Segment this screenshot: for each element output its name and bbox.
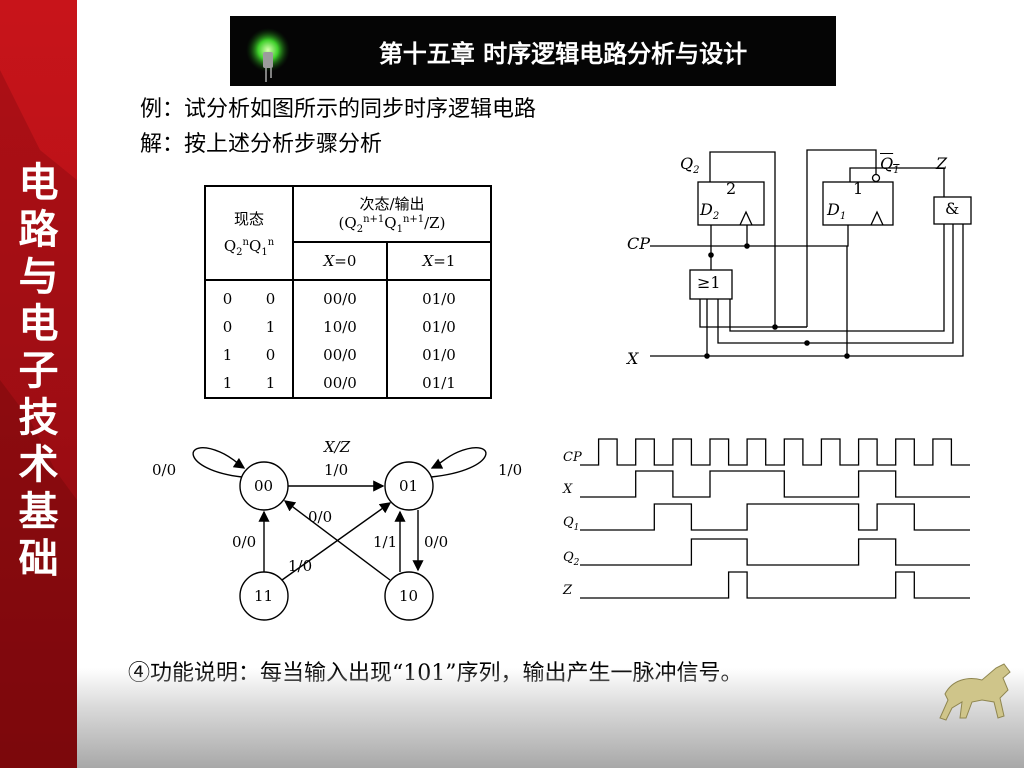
label-01-10: 0/0	[424, 533, 449, 551]
state-diagram-legend: X/Z	[324, 438, 351, 456]
state-label-10: 10	[399, 587, 419, 605]
sidebar-title: 电 路 与 电 子 技 术 基 础	[18, 160, 59, 582]
label-self-01: 1/0	[498, 461, 523, 479]
waveform-q2	[580, 538, 970, 566]
waveform-cp	[580, 438, 970, 466]
label-10-00: 0/0	[308, 508, 333, 526]
solution-text: 解：按上述分析步骤分析	[140, 132, 383, 157]
q1-bar-label: Q1	[880, 154, 900, 177]
timing-label-q2: Q2	[563, 550, 580, 568]
ff2-d-label: D2	[700, 200, 720, 223]
waveform-q1	[580, 503, 970, 531]
timing-label-cp: CP	[563, 450, 582, 465]
timing-label-z: Z	[562, 583, 573, 598]
example-text: 例：试分析如图所示的同步时序逻辑电路	[140, 97, 537, 122]
state-label-00: 00	[254, 477, 274, 495]
ff1-d-label: D1	[827, 200, 847, 223]
and-symbol: &	[945, 199, 960, 218]
present-state-subheader: Q2nQ1n	[223, 237, 275, 258]
page-title: 第十五章 时序逻辑电路分析与设计	[378, 40, 748, 68]
label-11-00: 0/0	[232, 533, 257, 551]
state-table: 现态 Q2nQ1n 次态/输出 (Q2n+1Q1n+1/Z) X=0 X=1 0…	[204, 185, 492, 399]
waveform-z	[580, 571, 970, 599]
label-00-01: 1/0	[324, 461, 349, 479]
x-label: X	[627, 349, 639, 368]
present-state-header: 现态 Q2nQ1n	[204, 185, 294, 281]
ff2-number: 2	[726, 179, 737, 198]
label-11-01: 1/0	[288, 557, 313, 575]
x0-header: X=0	[292, 241, 388, 281]
timing-label-q1: Q1	[563, 515, 579, 533]
z-label: Z	[936, 154, 948, 173]
ff1-number: 1	[853, 179, 864, 198]
x1-header: X=1	[386, 241, 492, 281]
led-icon	[246, 28, 290, 82]
or-symbol: ≥1	[697, 273, 721, 292]
q2-label: Q2	[680, 154, 700, 177]
mountain-decoration	[0, 70, 77, 768]
next-state-subheader: (Q2n+1Q1n+1/Z)	[338, 214, 446, 235]
landscape-decoration	[77, 668, 1024, 768]
waveform-x	[580, 470, 970, 498]
title-bar: 第十五章 时序逻辑电路分析与设计	[230, 16, 836, 86]
cp-label: CP	[627, 234, 651, 253]
label-10-01: 1/1	[373, 533, 398, 551]
next-state-header: 次态/输出 (Q2n+1Q1n+1/Z)	[292, 185, 492, 243]
timing-label-x: X	[562, 482, 573, 497]
sidebar-banner: 电 路 与 电 子 技 术 基 础	[0, 0, 77, 768]
state-label-11: 11	[254, 587, 274, 605]
state-label-01: 01	[399, 477, 419, 495]
label-self-00: 0/0	[152, 461, 177, 479]
